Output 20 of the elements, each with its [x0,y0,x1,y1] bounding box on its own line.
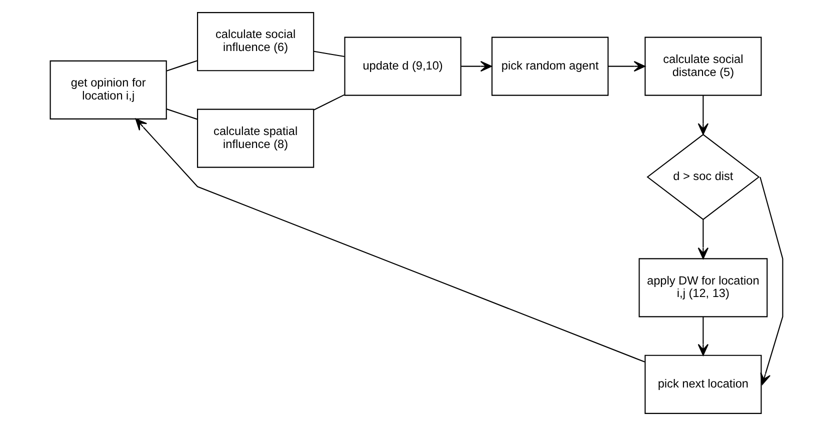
node-box: calculate social distance (5) [644,36,762,96]
node-box: get opinion for location i,j [50,60,167,120]
arrow [760,176,784,385]
arrow [698,316,709,356]
connector [166,60,198,72]
node-box: calculate spatial influence (8) [197,108,314,168]
arrow [461,60,492,72]
connector [166,108,198,120]
connector [314,50,344,58]
node-box: pick random agent [491,36,609,96]
connector [314,94,345,110]
node-diamond: d > soc dist [646,134,760,220]
arrow [135,118,645,362]
node-box: update d (9,10) [344,36,462,96]
node-box: calculate social influence (6) [197,12,314,72]
arrow [608,60,646,72]
node-box: pick next location [644,354,762,414]
node-box: apply DW for location i,j (12, 13) [638,258,768,318]
arrow [698,220,709,260]
arrow [698,95,709,135]
